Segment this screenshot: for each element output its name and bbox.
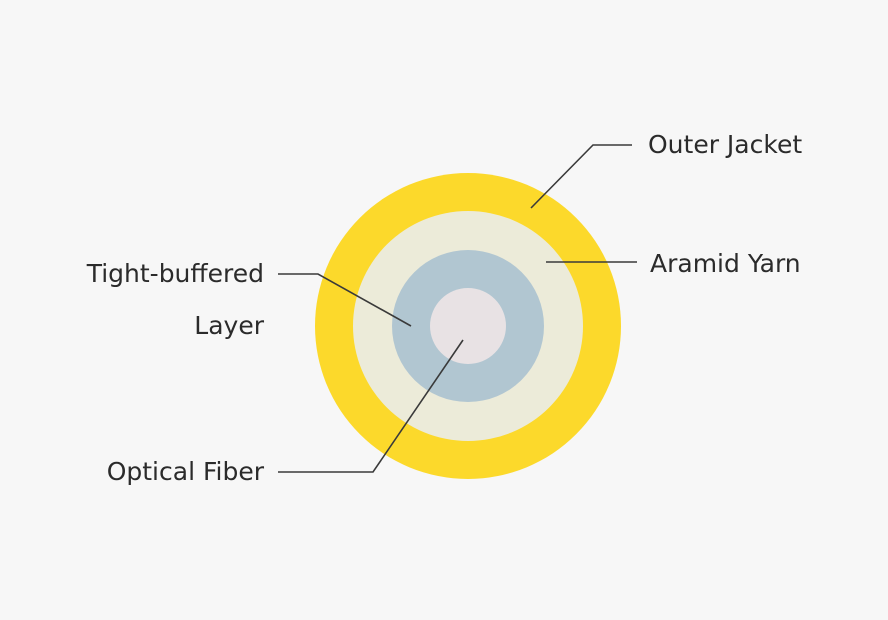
outer-jacket-label: Outer Jacket (648, 130, 802, 159)
aramid-yarn-label: Aramid Yarn (650, 249, 801, 278)
optical-fiber-label: Optical Fiber (107, 457, 265, 486)
optical-fiber-core (430, 288, 506, 364)
tight-buffered-label-line1: Tight-buffered (86, 259, 264, 288)
outer-jacket-leader-line (530, 144, 632, 209)
tight-buffered-leader-line (278, 273, 412, 327)
tight-buffered-label-line2: Layer (194, 311, 264, 340)
optical-fiber-leader-line (278, 339, 464, 473)
